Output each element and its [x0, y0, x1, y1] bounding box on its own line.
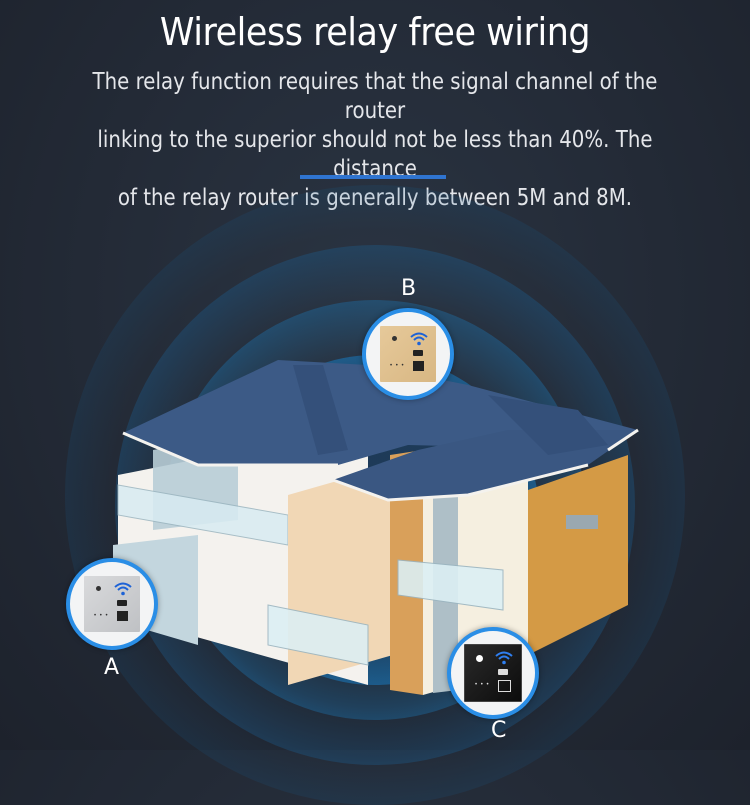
usb-port-icon — [413, 350, 423, 356]
wall-router-panel-gold: • • • — [380, 326, 436, 382]
usb-port-icon — [498, 669, 508, 675]
accent-divider — [300, 175, 446, 179]
device-badge-a: • • • — [66, 558, 158, 650]
power-indicator-icon — [392, 336, 397, 341]
device-label-b: B — [401, 276, 417, 301]
indicator-dots: • • • — [94, 613, 109, 619]
device-badge-b: • • • — [362, 308, 454, 400]
device-label-c: C — [491, 718, 507, 743]
description-line: The relay function requires that the sig… — [92, 69, 658, 124]
ethernet-port-icon — [117, 611, 128, 621]
power-indicator-icon — [96, 586, 101, 591]
ethernet-port-icon — [413, 361, 424, 371]
house-illustration — [113, 360, 639, 695]
device-label-a: A — [104, 655, 120, 680]
ethernet-port-icon — [498, 680, 511, 692]
wifi-icon — [410, 332, 428, 346]
indicator-dots: • • • — [475, 682, 490, 688]
wifi-icon — [495, 651, 513, 665]
wifi-icon — [114, 582, 132, 596]
indicator-dots: • • • — [390, 363, 405, 369]
wall-router-panel-black: • • • — [464, 644, 522, 702]
usb-port-icon — [117, 600, 127, 606]
power-indicator-icon — [476, 655, 483, 662]
device-badge-c: • • • — [447, 627, 539, 719]
page-title: Wireless relay free wiring — [159, 10, 591, 54]
wall-router-panel-silver: • • • — [84, 576, 140, 632]
